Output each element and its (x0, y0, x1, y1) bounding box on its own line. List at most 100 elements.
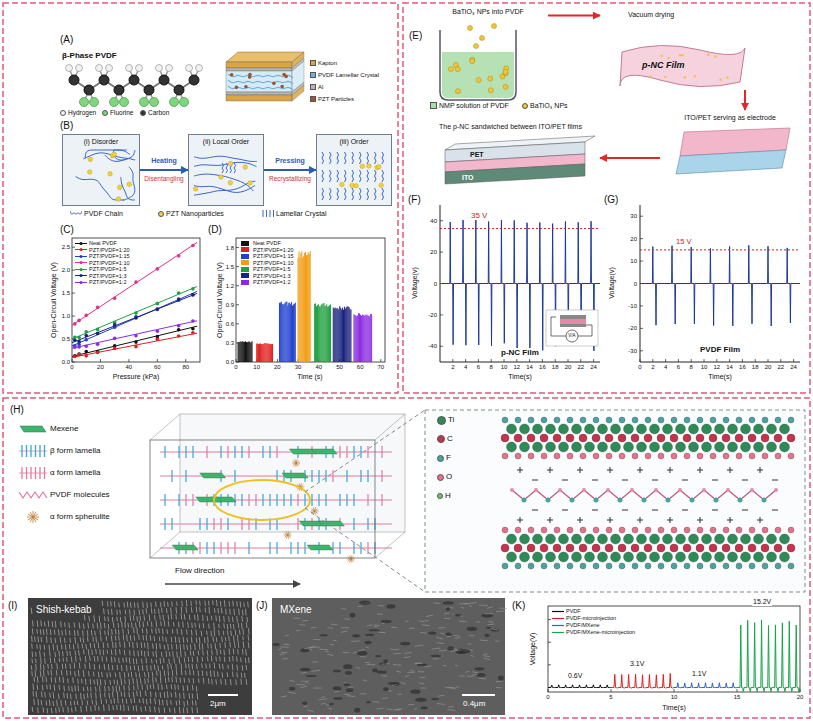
figure-line (742, 480, 748, 481)
figure-line (228, 616, 230, 622)
figure-line (155, 601, 157, 606)
figure-line (155, 651, 157, 658)
figure-circle (280, 85, 284, 89)
figure-ellipse (365, 634, 374, 636)
figure-line (202, 650, 204, 655)
figure-circle (689, 442, 699, 452)
text-label: Recrystallizing (269, 175, 311, 182)
text-label: (F) (408, 194, 421, 206)
figure-line (37, 699, 39, 705)
figure-ellipse (289, 687, 295, 691)
figure-line (61, 644, 63, 649)
figure-line (164, 446, 165, 458)
figure-line (333, 308, 334, 362)
figure-ellipse (272, 643, 279, 646)
figure-line (674, 689, 675, 692)
figure-line (363, 680, 368, 681)
figure-line (548, 664, 551, 665)
figure-line (147, 678, 149, 683)
figure-circle (728, 552, 738, 562)
figure-line (278, 649, 281, 650)
figure-line (44, 645, 46, 650)
figure-rect (560, 315, 586, 319)
solution-beaker (440, 24, 516, 101)
figure-circle (767, 442, 777, 452)
figure-line (74, 671, 76, 677)
figure-line (116, 617, 118, 621)
composite-layers (226, 52, 304, 101)
figure-line (167, 691, 169, 698)
figure-circle (230, 73, 234, 77)
figure-line (353, 542, 354, 554)
figure-line (162, 628, 164, 634)
figure-line (94, 656, 96, 662)
figure-line (280, 303, 281, 362)
figure-line (310, 251, 311, 362)
figure-line (177, 685, 179, 690)
figure-circle (579, 544, 587, 552)
figure-circle (546, 424, 556, 434)
figure-circle (177, 324, 181, 328)
figure-line (321, 305, 322, 362)
figure-circle (134, 334, 138, 338)
figure-circle (723, 527, 729, 533)
figure-circle (191, 293, 195, 297)
figure-line (245, 665, 247, 670)
figure-line (179, 657, 181, 664)
figure-line (47, 664, 49, 669)
figure-line (58, 629, 60, 635)
figure-line (172, 629, 174, 634)
figure-line (171, 644, 173, 649)
figure-line (339, 494, 340, 506)
figure-line (221, 636, 223, 642)
figure-line (299, 624, 305, 626)
figure-line (432, 648, 440, 649)
figure-line (153, 684, 155, 689)
figure-line (342, 308, 343, 362)
figure-circle (684, 76, 686, 78)
figure-line (229, 657, 231, 662)
figure-line (189, 615, 191, 620)
figure-line (128, 629, 130, 634)
figure-path (72, 291, 197, 346)
figure-circle (488, 76, 493, 81)
figure-line (193, 678, 195, 683)
figure-line (121, 622, 123, 628)
figure-line (37, 636, 39, 642)
figure-line (150, 665, 152, 670)
figure-line (410, 670, 414, 671)
figure-line (439, 650, 447, 651)
figure-line (104, 664, 106, 670)
figure-path (121, 177, 135, 200)
figure-line (191, 607, 193, 612)
figure-line (350, 310, 351, 362)
figure-circle (670, 434, 678, 442)
figure-line (185, 494, 186, 506)
figure-circle (598, 442, 608, 452)
figure-line (670, 467, 671, 473)
figure-path (76, 177, 125, 200)
figure-line (295, 459, 296, 463)
figure-circle (77, 352, 81, 356)
figure-line (230, 679, 232, 685)
figure-line (156, 620, 158, 626)
flow-arrow (744, 90, 746, 110)
figure-circle (736, 417, 742, 423)
figure-line (44, 652, 46, 657)
figure-line (223, 623, 225, 628)
figure-line (98, 672, 100, 678)
figure-line (346, 307, 347, 362)
figure-line (214, 608, 216, 612)
figure-circle (468, 26, 473, 31)
figure-line (55, 638, 57, 643)
figure-line (61, 670, 63, 675)
figure-circle (606, 563, 612, 569)
figure-line (350, 555, 351, 559)
figure-line (154, 636, 156, 641)
figure-line (421, 688, 426, 689)
figure-line (360, 446, 361, 458)
figure-ellipse (357, 651, 367, 656)
figure-line (378, 605, 383, 607)
figure-line (315, 511, 316, 515)
figure-line (204, 637, 206, 643)
